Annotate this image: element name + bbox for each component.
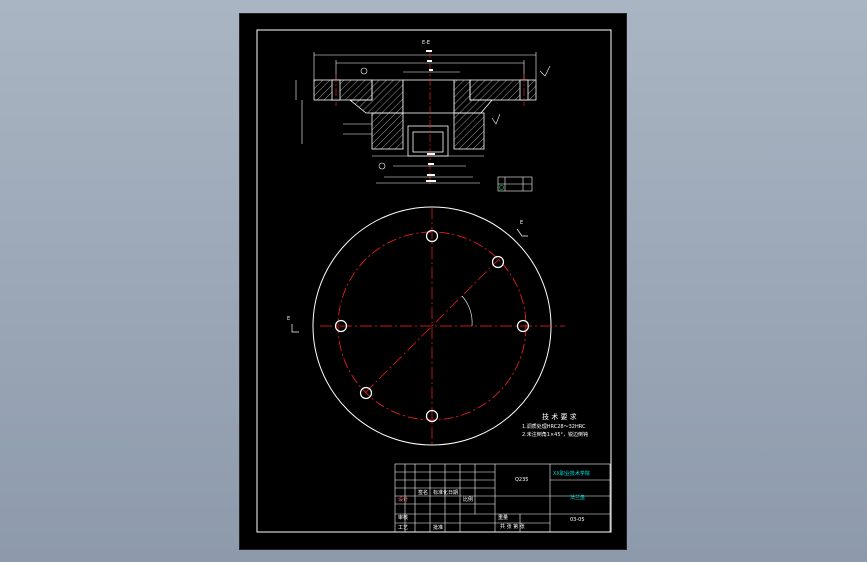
flange-section [313,79,537,157]
dimension-lines-bottom [295,80,484,184]
sheet-label: 共 张 第 张 [500,523,525,530]
drawing-number: 03-05 [570,517,585,523]
process-label: 工艺 [398,525,408,531]
tech-req-line2: 2.未注倒角1×45°，锐边倒钝 [522,431,588,438]
angle-arc [461,295,473,327]
design-label: 设计 [398,496,408,503]
material-label: Q235 [515,477,528,483]
plan-center-lines [320,207,565,445]
tech-req-line1: 1.调质处理HRC28～32HRC [522,423,586,430]
approve-label: 批准 [433,524,443,531]
surface-finish-marks [360,65,551,170]
section-marker-lines [291,228,528,333]
tech-req-title: 技 术 要 求 [542,412,577,421]
date-label: 日期 [448,490,458,496]
section-marker-left: E [287,316,290,322]
weight-label: 重量 [498,514,508,521]
section-view: E-E [295,40,551,192]
scale-label: 比例 [463,496,473,503]
bolt-hole [359,386,373,400]
drawing-sheet: E-E [240,14,626,549]
tolerance-frame [497,176,533,192]
bolt-holes [334,229,530,423]
signature-label: 签名 [418,489,428,496]
cad-drawing: E-E [256,29,612,533]
standard-label: 标准化 [433,489,448,496]
dimension-lines-top [313,52,537,80]
plan-view: E E [287,206,565,446]
school-name: XX职业技术学院 [553,470,590,477]
check-label: 审核 [398,514,408,521]
dimension-values [426,50,436,182]
bolt-hole [491,255,505,269]
bolt-hole [334,319,348,333]
bolt-hole [516,319,530,333]
section-label: E-E [422,40,430,46]
title-block: Q235 XX职业技术学院 法兰盘 03-05 设计 签名 标准化 日期 比例 … [394,463,611,533]
bolt-hole [425,409,439,423]
section-center-lines [335,50,525,184]
bolt-hole [425,229,439,243]
section-marker-right: E [520,220,523,226]
technical-requirements: 技 术 要 求 1.调质处理HRC28～32HRC 2.未注倒角1×45°，锐边… [522,412,588,438]
part-name: 法兰盘 [570,494,585,501]
